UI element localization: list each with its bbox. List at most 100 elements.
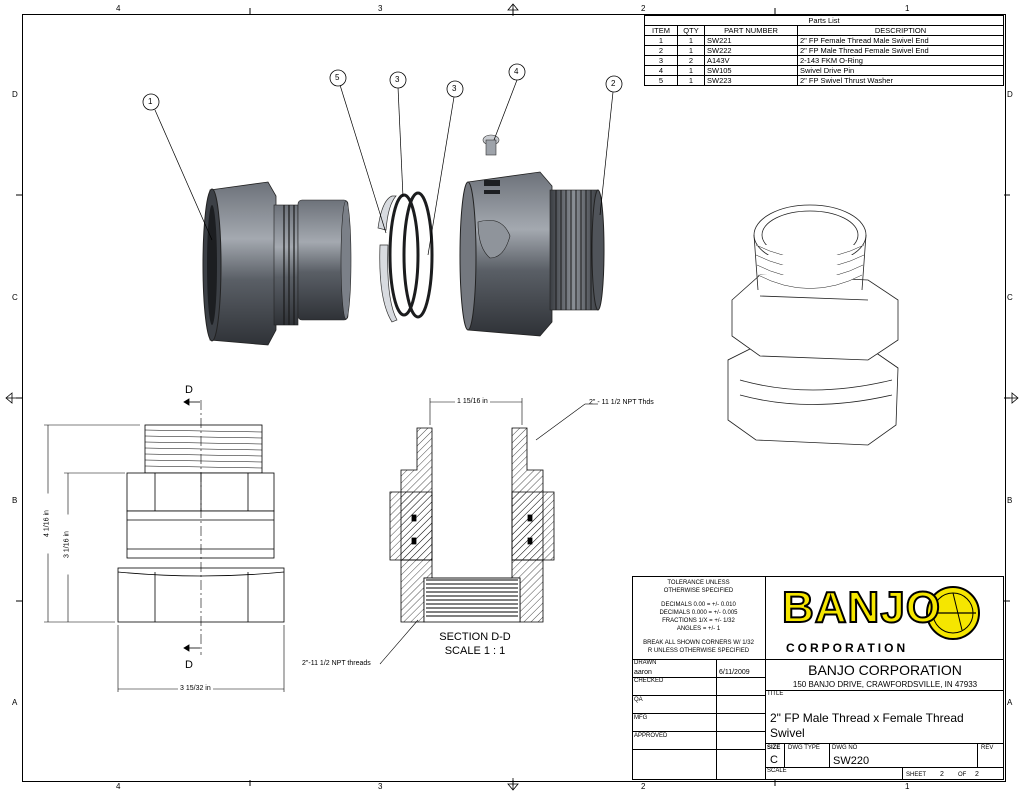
cell-part: SW222 (704, 45, 798, 56)
dwg-type-label: DWG TYPE (788, 745, 820, 751)
table-row: 2 1 SW222 2" FP Male Thread Female Swive… (644, 45, 1004, 56)
table-row: 5 1 SW223 2" FP Swivel Thrust Washer (644, 75, 1004, 86)
header-part-number: PART NUMBER (704, 25, 798, 36)
header-description: DESCRIPTION (797, 25, 1004, 36)
cell-qty: 1 (677, 65, 705, 76)
approved-label: APPROVED (634, 733, 668, 739)
title-block (632, 576, 1004, 780)
cell-qty: 2 (677, 55, 705, 66)
drawing-title-line2: Swivel (770, 726, 805, 740)
sheet-label: SHEET (906, 772, 927, 778)
iso-assembly (727, 204, 899, 446)
balloon-3a: 3 (395, 75, 400, 84)
section-cut-line (183, 398, 200, 652)
table-row: 4 1 SW105 Swivel Drive Pin (644, 65, 1004, 76)
scale-label: SCALE (767, 768, 787, 774)
company-address: 150 BANJO DRIVE, CRAWFORDSVILLE, IN 4793… (792, 680, 978, 689)
front-view (117, 400, 285, 655)
size-value: C (770, 754, 778, 766)
cell-desc: 2" FP Male Thread Female Swivel End (797, 45, 1004, 56)
zone-left-C: C (12, 293, 18, 302)
cell-part: A143V (704, 55, 798, 66)
zone-top-4: 4 (116, 4, 121, 13)
zone-right-A: A (1007, 698, 1013, 707)
zone-left-D: D (12, 90, 18, 99)
logo-wordmark: BANJO (781, 583, 942, 633)
cell-qty: 1 (677, 35, 705, 46)
zone-left-B: B (12, 496, 18, 505)
drawing-title-line1: 2" FP Male Thread x Female Thread (770, 711, 964, 725)
drawn-label: DRAWN (634, 660, 657, 666)
drawn-date: 6/11/2009 (719, 669, 750, 676)
balloon-2: 2 (611, 79, 616, 88)
of-label: OF (958, 772, 967, 778)
zone-right-C: C (1007, 293, 1013, 302)
sheet-number: 2 (940, 771, 944, 778)
title-label: TITLE (767, 691, 784, 697)
section-marker-bottom: D (185, 659, 193, 671)
company-name: BANJO CORPORATION (808, 662, 962, 678)
logo-subtitle: CORPORATION (786, 641, 909, 655)
cell-part: SW221 (704, 35, 798, 46)
dim-overall-height: 4 1/16 in (43, 493, 51, 554)
zone-right-B: B (1007, 496, 1013, 505)
table-row: 1 1 SW221 2" FP Female Thread Male Swive… (644, 35, 1004, 46)
zone-bottom-2: 2 (641, 782, 646, 791)
part-2-male-end (459, 171, 605, 337)
section-marker-top: D (185, 384, 193, 396)
sheet-total: 2 (975, 771, 979, 778)
cell-part: SW223 (704, 75, 798, 86)
balloon-5: 5 (335, 73, 340, 82)
break-corners-note-2: R UNLESS OTHERWISE SPECIFIED (647, 648, 750, 654)
qa-label: QA (634, 697, 643, 703)
note-npt-threads: 2"-11 1/2 NPT threads (302, 660, 371, 667)
balloon-3b: 3 (452, 84, 457, 93)
table-row: 3 2 A143V 2-143 FKM O-Ring (644, 55, 1004, 66)
cell-qty: 1 (677, 75, 705, 86)
zone-left-A: A (12, 698, 18, 707)
header-qty: QTY (677, 25, 705, 36)
zone-bottom-1: 1 (905, 782, 910, 791)
dwg-no-label: DWG NO (832, 745, 858, 751)
tolerance-decimals-2: DECIMALS 0.00 = +/- 0.010 (661, 602, 736, 608)
dim-bore: 1 15/16 in (455, 398, 490, 405)
tolerance-title-1: TOLERANCE UNLESS (667, 580, 730, 586)
rev-label: REV (981, 745, 994, 751)
tolerance-angles: ANGLES = +/- 1 (676, 626, 721, 632)
cell-item: 3 (644, 55, 678, 66)
zone-right-D: D (1007, 90, 1013, 99)
cell-item: 4 (644, 65, 678, 76)
parts-list-table: Parts List ITEM QTY PART NUMBER DESCRIPT… (644, 15, 1004, 86)
tolerance-fractions: FRACTIONS 1/X = +/- 1/32 (662, 618, 735, 624)
banjo-logo (926, 586, 980, 640)
parts-list-title: Parts List (644, 15, 1004, 26)
size-label: SIZE (767, 745, 781, 751)
cell-desc: 2" FP Swivel Thrust Washer (797, 75, 1004, 86)
zone-top-1: 1 (905, 4, 910, 13)
part-3-o-rings (388, 191, 434, 319)
cell-qty: 1 (677, 45, 705, 56)
dwg-no: SW220 (833, 755, 870, 767)
tolerance-title-2: OTHERWISE SPECIFIED (663, 588, 734, 594)
checked-label: CHECKED (634, 678, 664, 684)
dim-width: 3 15/32 in (178, 685, 213, 692)
section-view (389, 427, 555, 623)
note-npt-thds: 2" - 11 1/2 NPT Thds (589, 399, 654, 406)
zone-top-3: 3 (378, 4, 383, 13)
balloon-1: 1 (148, 97, 153, 106)
cell-item: 2 (644, 45, 678, 56)
tolerance-decimals-3: DECIMALS 0.000 = +/- 0.005 (659, 610, 738, 616)
part-1-female-end (202, 181, 352, 346)
break-corners-note-1: BREAK ALL SHOWN CORNERS W/ 1/32 (643, 640, 754, 646)
cell-item: 1 (644, 35, 678, 46)
cell-item: 5 (644, 75, 678, 86)
cell-part: SW105 (704, 65, 798, 76)
part-4-drive-pin (482, 134, 500, 156)
dim-body-height: 3 1/16 in (63, 514, 71, 575)
section-dimensions (379, 398, 598, 665)
cell-desc: Swivel Drive Pin (797, 65, 1004, 76)
mfg-label: MFG (634, 715, 648, 721)
cell-desc: 2-143 FKM O-Ring (797, 55, 1004, 66)
header-item: ITEM (644, 25, 678, 36)
